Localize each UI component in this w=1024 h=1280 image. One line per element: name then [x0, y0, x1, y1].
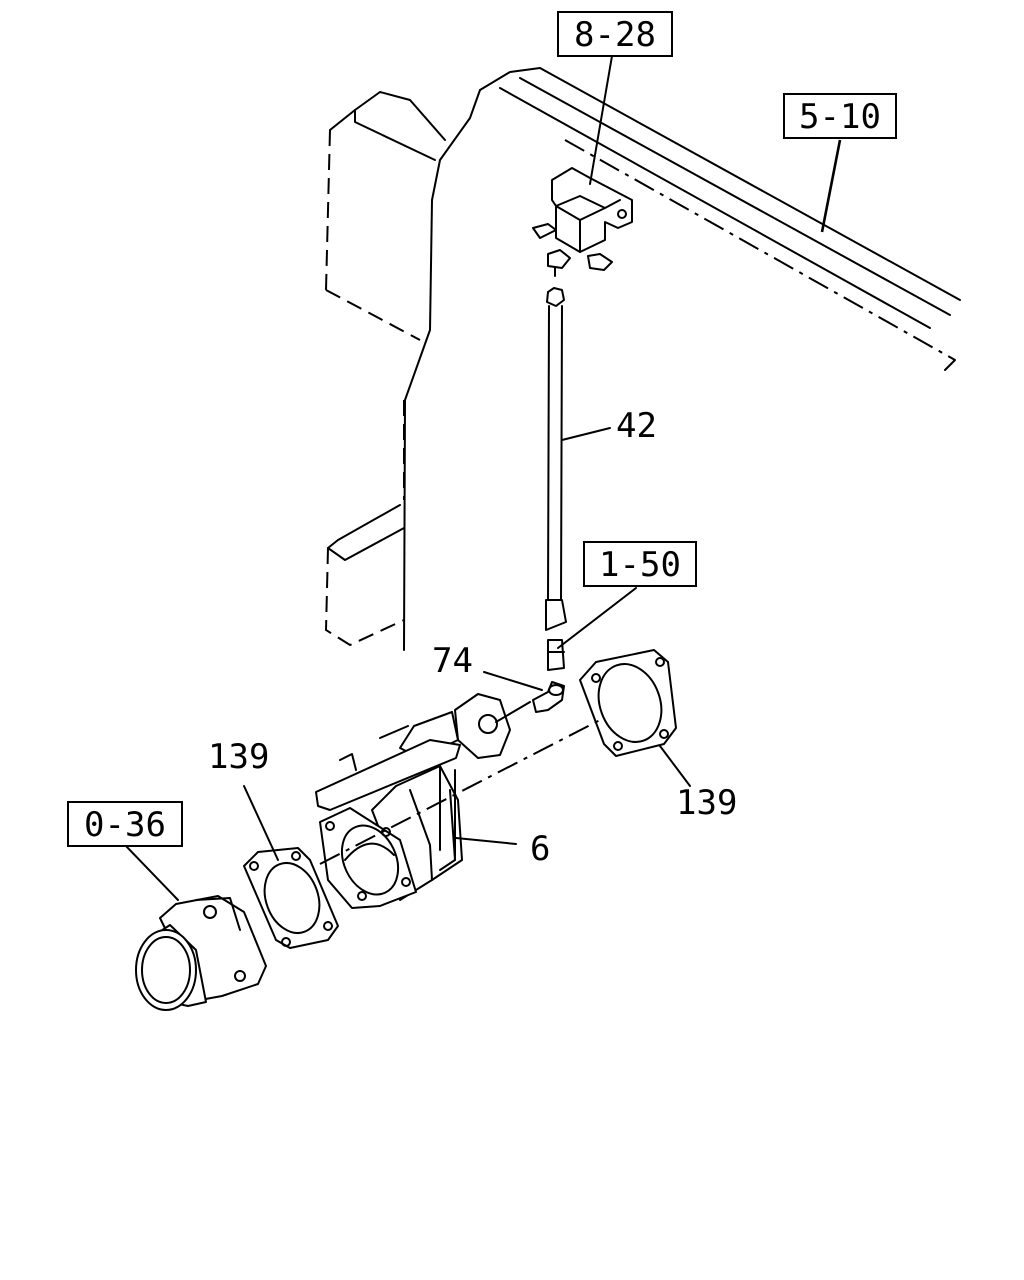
ref-label-5-10: 5-10: [799, 97, 881, 137]
ref-label-0-36: 0-36: [84, 805, 166, 845]
gasket-139-right: [579, 649, 677, 757]
elbow-74: [532, 681, 565, 713]
center-line: [319, 719, 601, 865]
pipe-42: [545, 287, 567, 671]
leader-lines: [125, 55, 842, 901]
ref-label-8-28: 8-28: [574, 15, 656, 55]
ref-label-1-50: 1-50: [599, 545, 681, 585]
callout-139-right: 139: [676, 783, 737, 823]
valve-block: [532, 167, 633, 277]
engine-frame-outline: [324, 67, 961, 651]
gasket-139-left: [243, 847, 339, 949]
ref-box-0-36[interactable]: 0-36: [67, 801, 183, 847]
callout-42: 42: [616, 406, 657, 446]
exhaust-pipe-flange: [135, 895, 267, 1011]
callout-139-left: 139: [208, 737, 269, 777]
ref-box-1-50[interactable]: 1-50: [583, 541, 697, 587]
ref-box-8-28[interactable]: 8-28: [557, 11, 673, 57]
brake-valve-6: [315, 693, 531, 909]
callout-74: 74: [432, 641, 473, 681]
ref-box-5-10[interactable]: 5-10: [783, 93, 897, 139]
callout-6: 6: [530, 829, 550, 869]
